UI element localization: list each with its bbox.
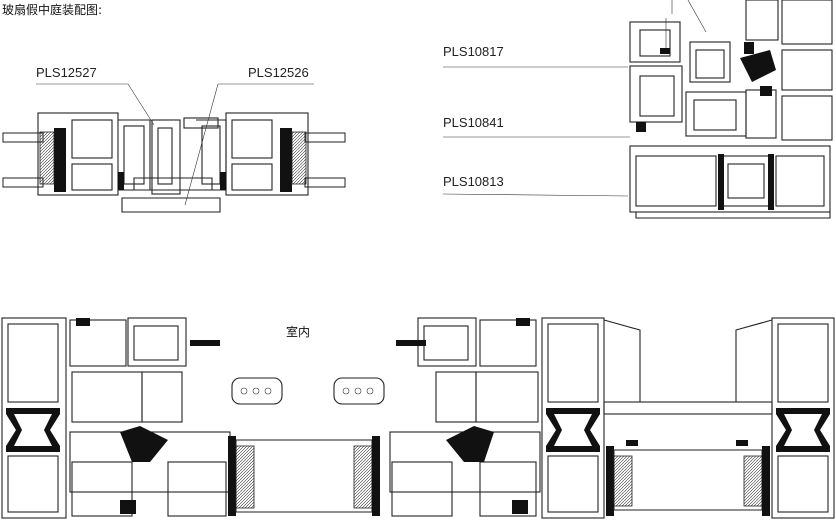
drawing-title: 玻扇假中庭装配图: [2,2,102,17]
bottom-assembly: 室内 [1,317,835,519]
svg-text:PLS10813: PLS10813 [443,174,504,189]
indoor-label: 室内 [286,324,310,339]
callout-pls12527: PLS12527 [36,65,155,126]
svg-text:PLS10841: PLS10841 [443,115,504,130]
svg-text:PLS10817: PLS10817 [443,44,504,59]
callout-pls10813: PLS10813 [442,174,629,197]
svg-text:PLS12527: PLS12527 [36,65,97,80]
top-left-section [2,112,346,213]
svg-text:PLS12526: PLS12526 [248,65,309,80]
top-right-section [629,0,833,219]
callout-pls12526: PLS12526 [184,65,314,206]
callout-pls10841: PLS10841 [443,115,630,138]
callout-pls10817: PLS10817 [443,44,628,68]
